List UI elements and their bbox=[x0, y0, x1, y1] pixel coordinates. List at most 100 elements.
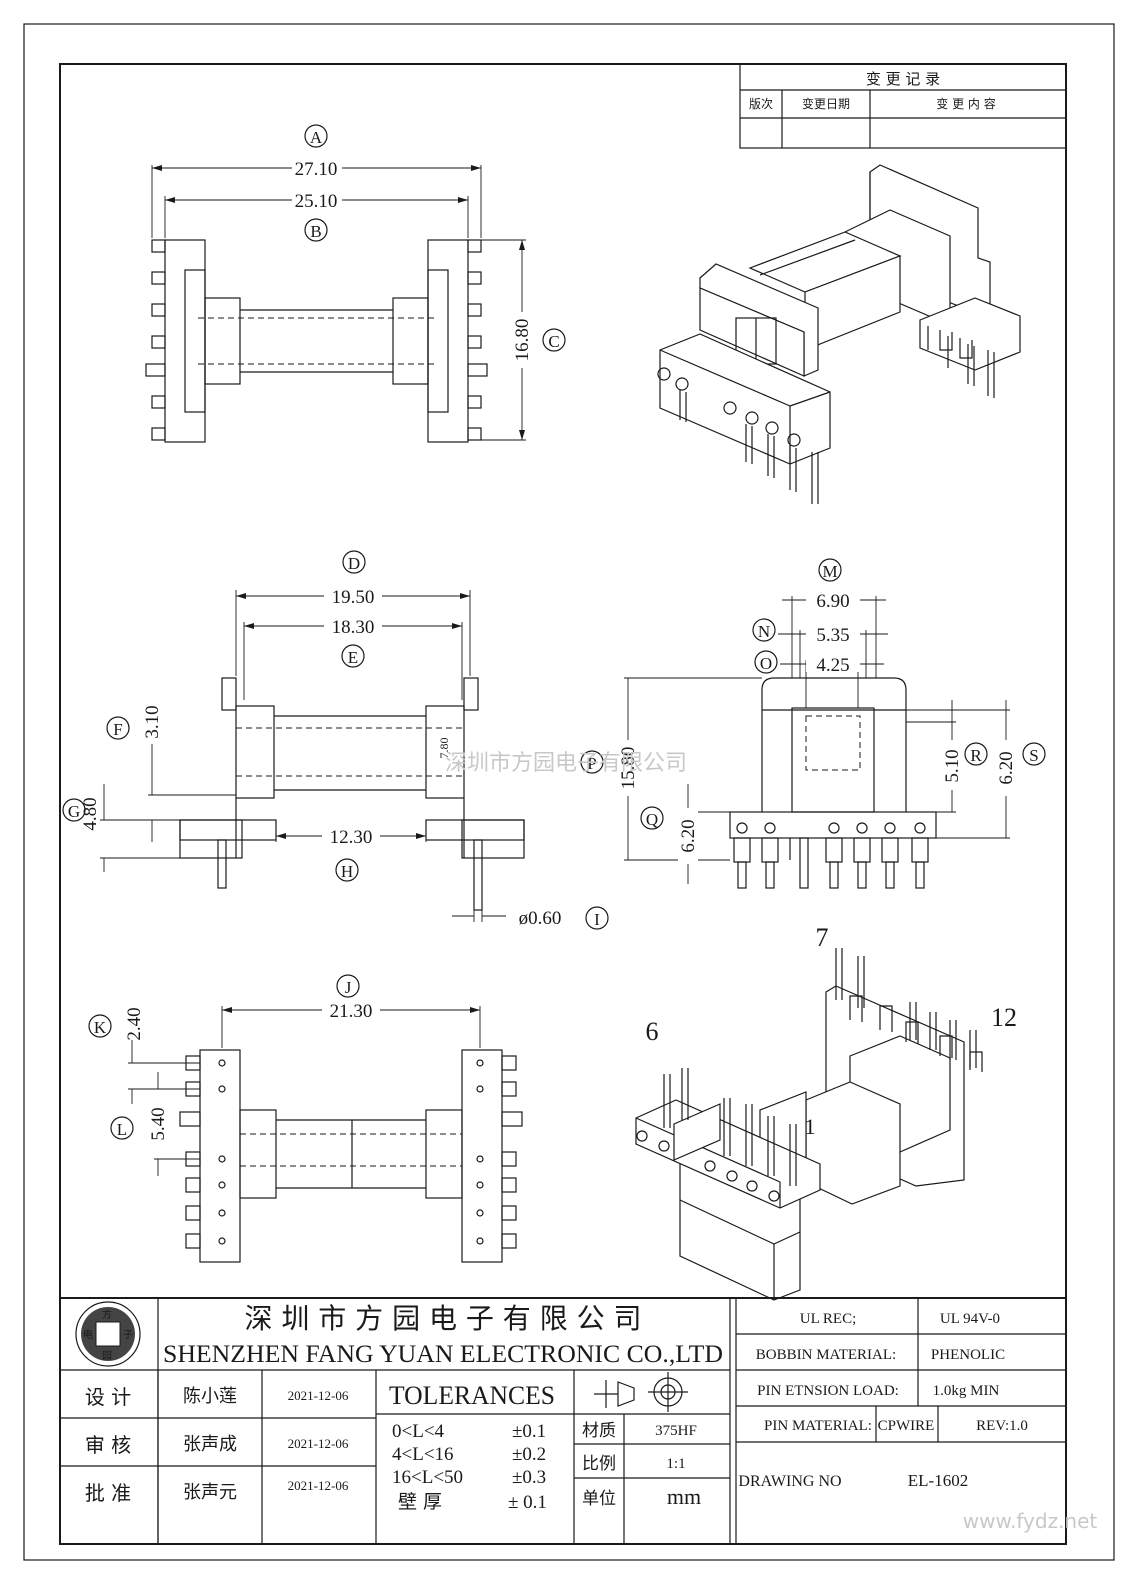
revision-number: REV:1.0 bbox=[976, 1418, 1028, 1434]
dim-value-i: ø0.60 bbox=[519, 908, 562, 929]
company-name-en: SHENZHEN FANG YUAN ELECTRONIC CO.,LTD bbox=[163, 1341, 723, 1368]
dim-value-l: 5.40 bbox=[148, 1107, 169, 1140]
logo-char-bottom: 园 bbox=[102, 1350, 112, 1362]
revision-title: 变 更 记 录 bbox=[866, 70, 940, 88]
tol-value-2: ±0.2 bbox=[512, 1444, 546, 1465]
dim-label-a: A bbox=[310, 128, 323, 147]
tol-value-1: ±0.1 bbox=[512, 1421, 546, 1442]
drawing-no-label: DRAWING NO bbox=[738, 1473, 841, 1490]
pin-label-7: 7 bbox=[816, 923, 829, 952]
approve-label: 批 准 bbox=[85, 1481, 131, 1505]
dim-label-m: M bbox=[822, 562, 837, 581]
dim-value-f: 3.10 bbox=[142, 705, 163, 738]
ul-rec-value: UL 94V-0 bbox=[940, 1311, 1000, 1327]
approve-name: 张声元 bbox=[183, 1482, 237, 1503]
review-name: 张声成 bbox=[183, 1434, 237, 1455]
ul-rec-label: UL REC; bbox=[800, 1311, 857, 1327]
concentric-target-icon bbox=[648, 1372, 688, 1412]
top-view bbox=[145, 165, 526, 443]
tol-value-4: ± 0.1 bbox=[508, 1492, 547, 1513]
dim-value-j: 21.30 bbox=[330, 1001, 373, 1022]
dim-label-s: S bbox=[1029, 746, 1038, 765]
front-view bbox=[100, 590, 525, 922]
dim-value-q: 6.20 bbox=[678, 819, 699, 852]
scale-label: 比例 bbox=[582, 1454, 616, 1474]
tolerances-title: TOLERANCES bbox=[389, 1381, 555, 1410]
bobbin-material-label: BOBBIN MATERIAL: bbox=[756, 1347, 896, 1363]
dim-label-n: N bbox=[758, 622, 770, 641]
core-dim-value: 7.80 bbox=[437, 738, 451, 759]
drawing-no-value: EL-1602 bbox=[908, 1471, 968, 1490]
tol-range-2: 4<L<16 bbox=[392, 1444, 454, 1465]
design-label: 设 计 bbox=[85, 1385, 131, 1409]
design-name: 陈小莲 bbox=[183, 1386, 237, 1407]
tol-range-3: 16<L<50 bbox=[392, 1467, 463, 1488]
dim-value-k: 2.40 bbox=[124, 1007, 145, 1040]
projection-icon bbox=[594, 1380, 635, 1408]
tol-range-1: 0<L<4 bbox=[392, 1421, 445, 1442]
dim-label-j: J bbox=[345, 978, 352, 997]
dim-value-h: 12.30 bbox=[330, 827, 373, 848]
outer-border bbox=[23, 23, 1115, 1561]
scale-value: 1:1 bbox=[666, 1456, 685, 1472]
revision-table: 变 更 记 录 版次 变更日期 变 更 内 容 bbox=[739, 63, 1067, 149]
unit-value: mm bbox=[667, 1484, 701, 1509]
logo-char-left: 电 bbox=[83, 1328, 93, 1341]
pin-label-12: 12 bbox=[991, 1003, 1017, 1032]
dim-label-r: R bbox=[970, 746, 982, 765]
dim-label-b: B bbox=[310, 222, 321, 241]
dim-label-h: H bbox=[341, 862, 353, 881]
dim-value-r: 5.10 bbox=[942, 749, 963, 782]
dim-label-f: F bbox=[113, 720, 122, 739]
dim-value-b: 25.10 bbox=[295, 191, 338, 212]
dim-value-s: 6.20 bbox=[996, 751, 1017, 784]
dim-value-p: 15.80 bbox=[618, 747, 639, 790]
inner-border bbox=[59, 63, 1067, 1545]
dim-label-q: Q bbox=[646, 810, 658, 829]
dim-label-p: P bbox=[587, 754, 596, 773]
dim-label-o: O bbox=[760, 654, 772, 673]
dim-value-d: 19.50 bbox=[332, 587, 375, 608]
dim-value-e: 18.30 bbox=[332, 617, 375, 638]
dim-value-n: 5.35 bbox=[816, 625, 849, 646]
material-value: 375HF bbox=[655, 1423, 697, 1439]
dim-label-e: E bbox=[348, 648, 358, 667]
dim-value-a: 27.10 bbox=[295, 159, 338, 180]
unit-label: 单位 bbox=[582, 1489, 616, 1509]
dim-value-g: 4.80 bbox=[80, 797, 101, 830]
title-block bbox=[60, 1297, 1066, 1544]
revision-col-content: 变 更 内 容 bbox=[936, 96, 995, 111]
company-name-cn: 深 圳 市 方 园 电 子 有 限 公 司 bbox=[244, 1302, 641, 1335]
dim-label-g: G bbox=[68, 802, 80, 821]
isometric-view-bottom bbox=[635, 948, 983, 1301]
tol-value-3: ±0.3 bbox=[512, 1467, 546, 1488]
dim-label-l: L bbox=[117, 1120, 127, 1139]
approve-date: 2021-12-06 bbox=[288, 1478, 349, 1493]
pin-label-6: 6 bbox=[646, 1017, 659, 1046]
review-date: 2021-12-06 bbox=[288, 1436, 349, 1451]
logo-char-right: 子 bbox=[123, 1329, 133, 1341]
dim-label-c: C bbox=[548, 332, 559, 351]
logo-char-top: 方 bbox=[102, 1308, 112, 1321]
pin-load-value: 1.0kg MIN bbox=[933, 1383, 1000, 1399]
dim-value-o: 4.25 bbox=[816, 655, 849, 676]
watermark-url: www.fydz.net bbox=[963, 1509, 1098, 1533]
dim-value-m: 6.90 bbox=[816, 591, 849, 612]
bobbin-material-value: PHENOLIC bbox=[931, 1347, 1005, 1363]
revision-col-date: 变更日期 bbox=[802, 96, 850, 111]
dim-value-c: 16.80 bbox=[512, 319, 533, 362]
watermark: 深圳市方园电子有限公司 bbox=[445, 751, 687, 776]
design-date: 2021-12-06 bbox=[288, 1388, 349, 1403]
dim-label-d: D bbox=[348, 554, 360, 573]
pin-material-label: PIN MATERIAL: bbox=[764, 1418, 872, 1434]
pin-material-value: CPWIRE bbox=[878, 1418, 935, 1434]
isometric-view-top bbox=[657, 164, 1021, 504]
revision-col-version: 版次 bbox=[749, 97, 773, 111]
tol-range-4: 壁 厚 bbox=[398, 1491, 442, 1513]
dim-label-i: I bbox=[594, 910, 600, 929]
dim-label-k: K bbox=[94, 1018, 107, 1037]
material-label: 材质 bbox=[582, 1421, 616, 1441]
pin-load-label: PIN ETNSION LOAD: bbox=[757, 1383, 899, 1399]
pin-label-1: 1 bbox=[805, 1114, 816, 1139]
